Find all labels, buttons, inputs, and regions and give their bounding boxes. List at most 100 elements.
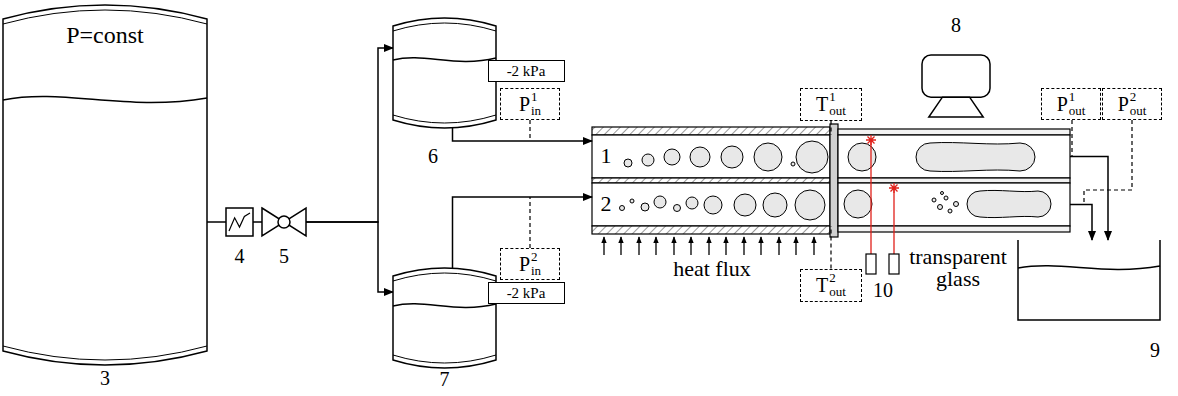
pressure-sensor: P1in — [500, 88, 560, 120]
bubble — [690, 147, 710, 167]
tank-rim — [393, 273, 496, 281]
pressure-sensor: P2out — [1102, 88, 1162, 120]
text-holder: 9 — [1150, 340, 1160, 360]
heat-arrow — [673, 237, 674, 255]
filter-symbol-outline — [226, 208, 253, 236]
bubble — [704, 196, 722, 214]
glass-wall — [838, 178, 1070, 183]
filter-symbol: 4 — [226, 208, 253, 236]
mini-channel: 2 — [592, 183, 1070, 226]
callout-number: 4 — [235, 246, 245, 266]
text-holder: transparent glass — [899, 246, 1017, 290]
bubble — [848, 143, 876, 171]
sensor-symbol: P — [1057, 94, 1068, 114]
bubble — [763, 193, 787, 217]
liquid-level — [1018, 266, 1160, 270]
text-holder: 7 — [440, 369, 450, 389]
sensor-lead — [1071, 120, 1072, 156]
valve-stem — [278, 216, 290, 228]
liquid-level — [393, 58, 496, 62]
laser-beam — [870, 140, 871, 254]
bubble — [686, 197, 698, 209]
bubble — [642, 154, 654, 166]
tank-body — [393, 18, 496, 128]
text-holder: 8 — [951, 15, 961, 35]
heat-arrow — [708, 237, 709, 255]
callout-number: 1 — [601, 145, 612, 167]
heat-arrow — [620, 237, 621, 255]
camera-body — [922, 55, 990, 97]
flange — [830, 124, 838, 237]
text-holder: 1 — [601, 145, 612, 167]
pipe — [207, 221, 226, 223]
bubble — [620, 206, 625, 211]
setting-value: -2 kPa — [507, 64, 546, 79]
filter-mark — [229, 213, 250, 231]
bubble — [948, 209, 952, 213]
collector-vessel-outline — [1018, 240, 1160, 320]
supply-tank-outline — [393, 18, 496, 128]
heat-arrow — [690, 237, 691, 255]
heat-arrow — [778, 237, 779, 255]
laser-source — [866, 254, 876, 274]
laser-spot — [866, 135, 876, 145]
glass-channel — [838, 135, 1070, 178]
glass-section — [838, 129, 1070, 232]
bubble — [954, 202, 959, 207]
sensor-symbol: T — [816, 275, 828, 295]
callout-number: 10 — [873, 280, 893, 300]
sensor-lead — [830, 121, 831, 136]
callout-number: 7 — [440, 369, 450, 389]
subscript: in — [531, 104, 541, 118]
subscript: in — [531, 264, 541, 278]
outlet-pipe — [1070, 157, 1108, 241]
superscript: 1 — [531, 90, 541, 104]
callout-number: 6 — [428, 146, 438, 166]
liquid-level — [3, 97, 207, 103]
pressure-setting: -2 kPa — [488, 60, 565, 82]
filter-body — [226, 208, 253, 236]
bubble — [674, 205, 681, 212]
heat-flux-arrows — [604, 237, 814, 255]
sensor-symbol: P — [519, 94, 530, 114]
elongated-bubble — [967, 190, 1051, 217]
heat-arrow — [603, 237, 604, 255]
tank-rim — [3, 346, 207, 360]
supply-tank-outline — [393, 268, 496, 368]
index-stack: 2out — [1130, 90, 1147, 117]
superscript: 1 — [829, 90, 846, 104]
heat-arrow — [795, 237, 796, 255]
text-holder: 4 — [235, 246, 245, 266]
pressure-tank: P=const3 — [3, 5, 207, 365]
lasers — [866, 135, 899, 274]
heat-arrow — [760, 237, 761, 255]
collector-vessel: 9 — [1018, 240, 1160, 320]
sensor-lead — [830, 226, 831, 269]
subscript: out — [829, 104, 846, 118]
mini-channel: 1 — [592, 135, 1070, 178]
heat-arrow — [638, 237, 639, 255]
bubble — [734, 194, 756, 216]
temperature-sensor: T1out — [800, 88, 862, 121]
bubble — [641, 203, 649, 211]
valve-symbol: 5 — [262, 208, 306, 236]
bubble — [938, 205, 943, 210]
pressure-sensor: P2in — [500, 248, 560, 280]
text-holder: 5 — [279, 246, 289, 266]
sensor-lead — [529, 120, 530, 141]
heat-arrow — [743, 237, 744, 255]
subscript: out — [829, 285, 846, 299]
elongated-bubble — [916, 143, 1035, 172]
sensor-symbol: P — [519, 254, 530, 274]
sensor-symbol: T — [816, 94, 828, 114]
sensor-leads — [530, 120, 1132, 248]
bubble — [664, 149, 680, 165]
tank-body — [3, 5, 207, 365]
pipe — [306, 48, 393, 222]
text-holder: heat flux — [673, 258, 751, 280]
vessel-wall — [1018, 240, 1160, 320]
text-holder: 10 — [873, 280, 893, 300]
bubble — [754, 143, 782, 171]
text-holder: 2 — [601, 193, 612, 215]
subscript: out — [1130, 104, 1147, 118]
